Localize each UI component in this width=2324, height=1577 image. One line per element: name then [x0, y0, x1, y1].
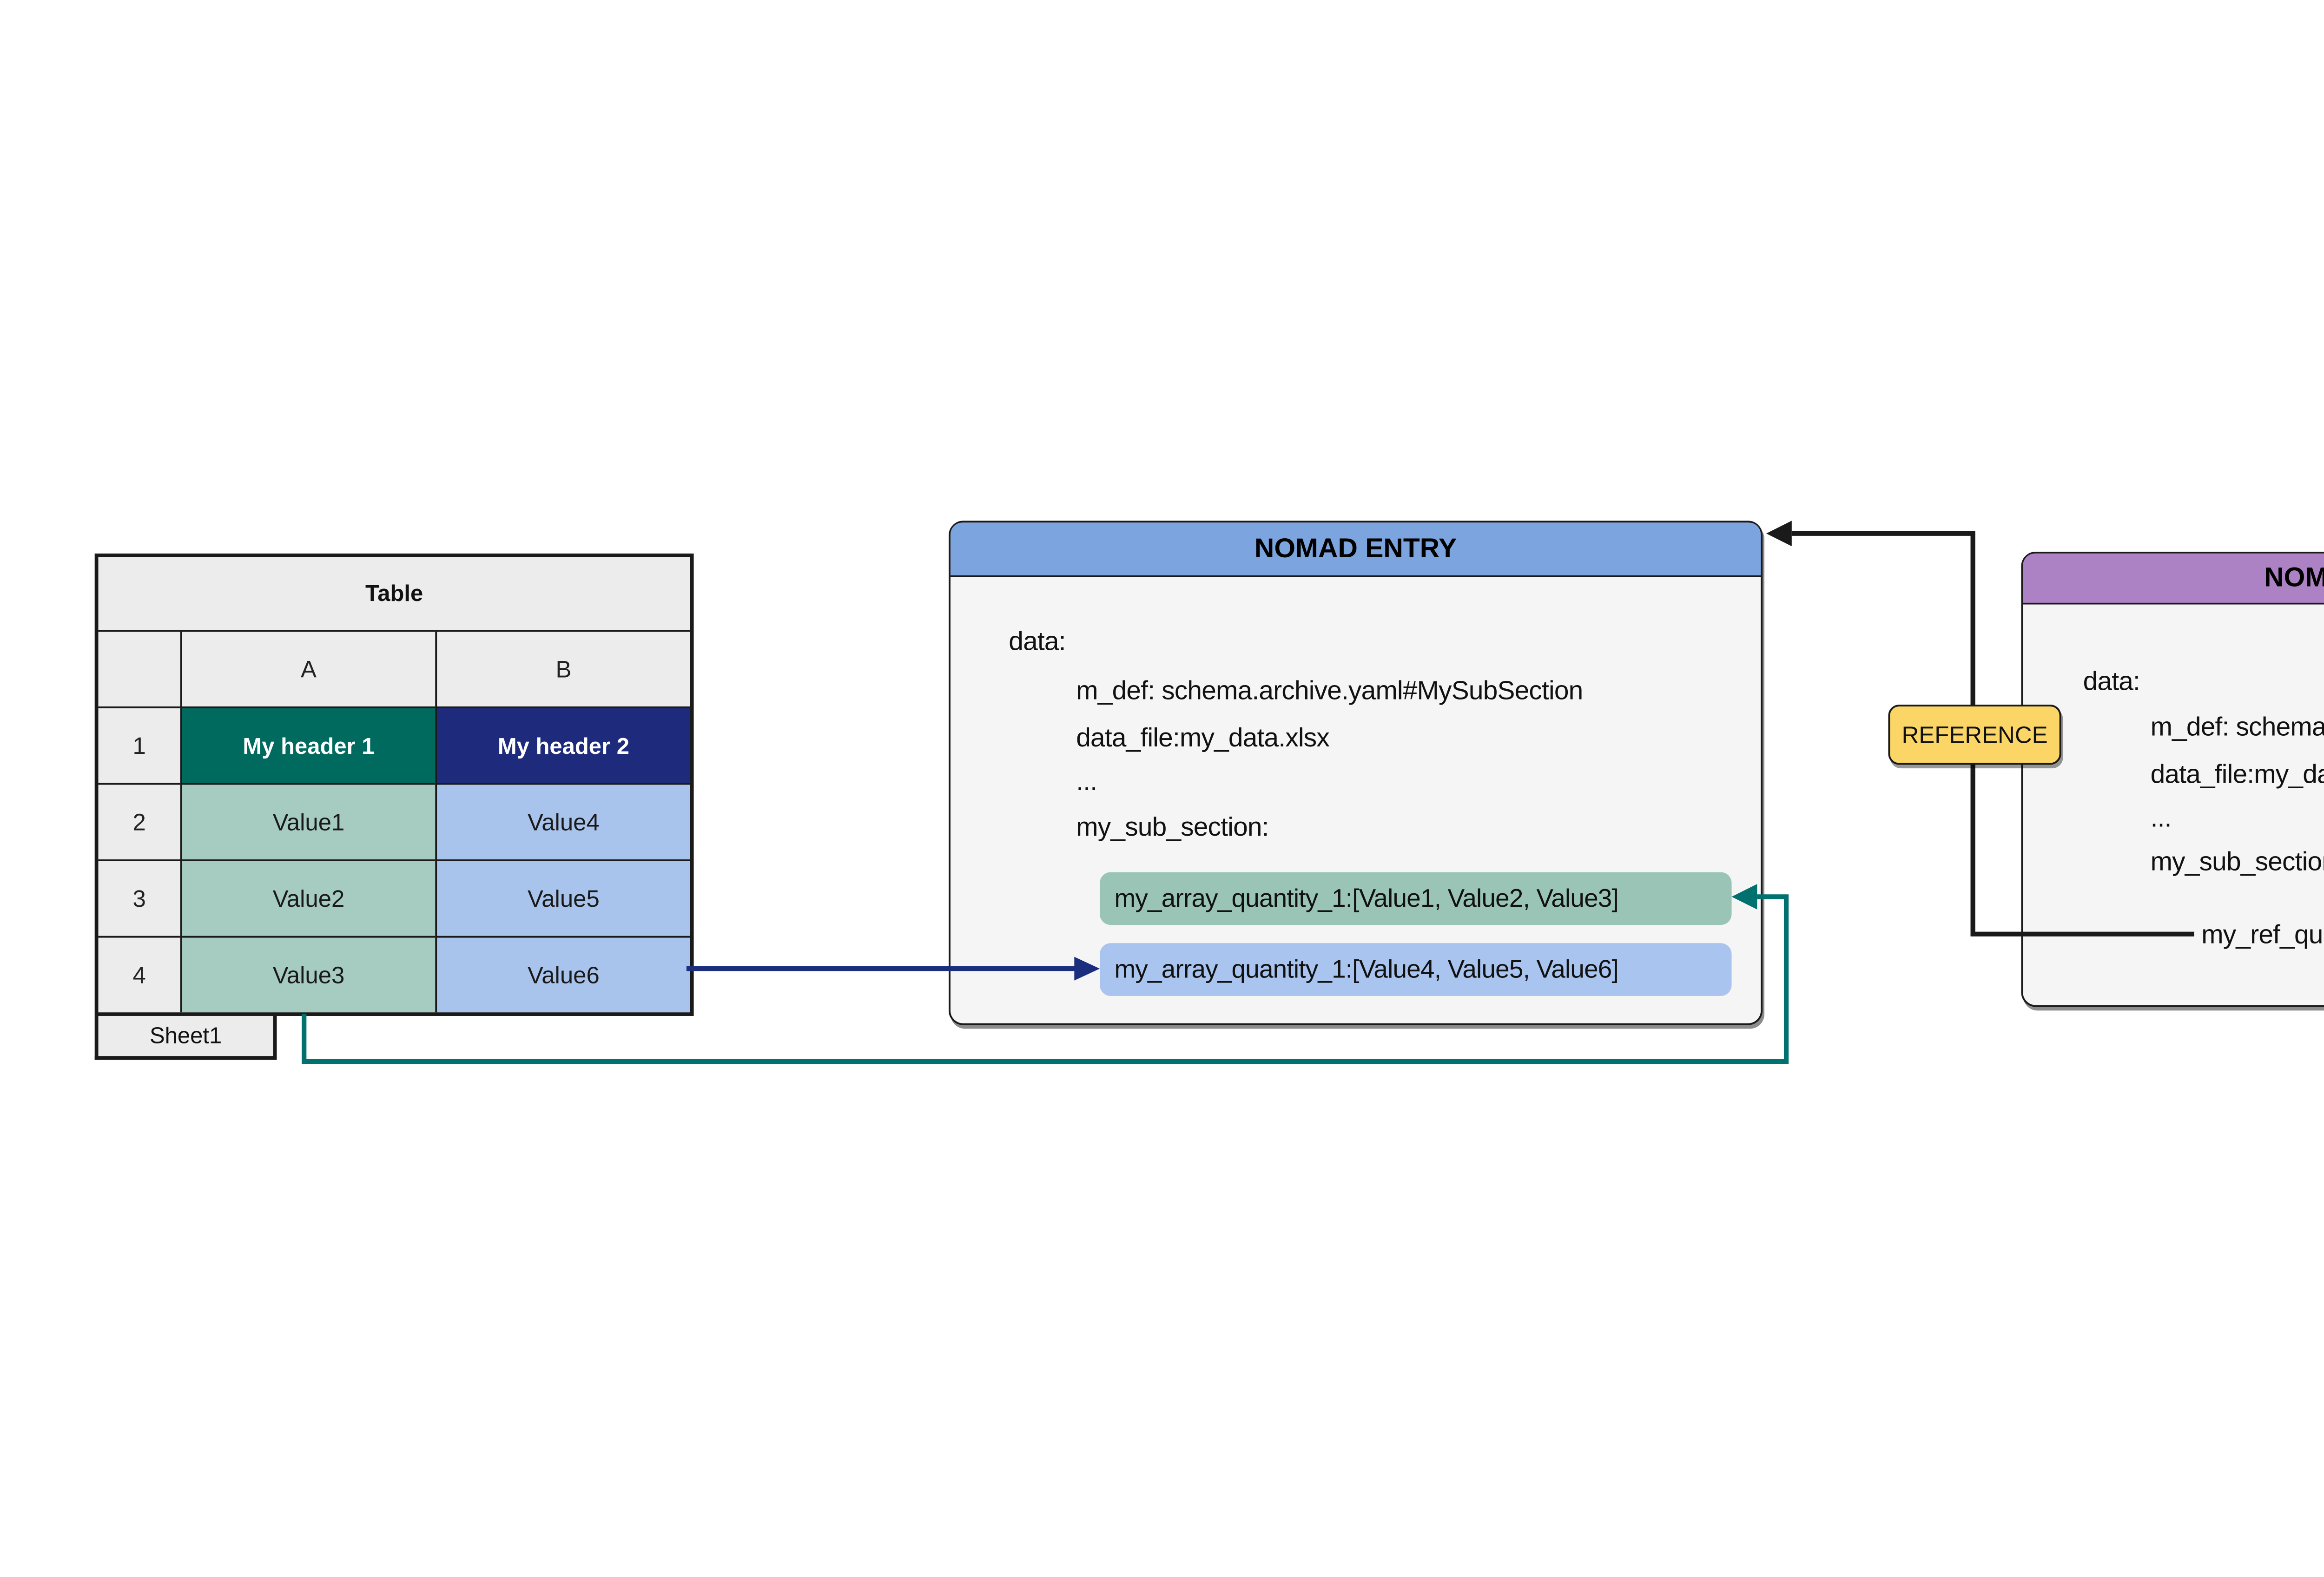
yaml-line-ellipsis: ...	[1076, 768, 1097, 798]
column-header-b: B	[435, 630, 690, 706]
sheet-tab: Sheet1	[94, 1016, 277, 1060]
yaml-line-ellipsis: ...	[2150, 805, 2172, 834]
table-cell-value1: Value1	[180, 783, 436, 860]
table-cell-value4: Value4	[435, 783, 690, 860]
table-cell-value5: Value5	[435, 859, 690, 936]
table-cell-my-header-1: My header 1	[180, 706, 436, 783]
yaml-line-subsection: my_sub_section:	[2150, 848, 2324, 878]
nomad-entry-subsection-title: NOMAD ENTRY	[950, 522, 1761, 577]
yaml-line-datafile: data_file:my_data.xlsx	[1076, 725, 1330, 754]
table-cell-my-header-2: My header 2	[435, 706, 690, 783]
reference-badge: REFERENCE	[1888, 705, 2061, 765]
yaml-line-datafile: data_file:my_data.xlsx	[2150, 761, 2324, 791]
table-cell-value3: Value3	[180, 936, 436, 1013]
row-number: 2	[98, 783, 180, 860]
row-number: 1	[98, 706, 180, 783]
table-cell-value6: Value6	[435, 936, 690, 1013]
yaml-line-mdef: m_def: schema.archive.yaml#MySubSection	[1076, 677, 1583, 706]
nomad-entry-main-box: NOMAD ENTRY data: m_def: schema.archive.…	[2021, 552, 2324, 1007]
yaml-line-mdef: m_def: schema.archive.yaml#MySection	[2150, 713, 2324, 743]
column-header-a: A	[180, 630, 436, 706]
yaml-line-data: data:	[2083, 668, 2140, 698]
yaml-line-subsection: my_sub_section:	[1076, 814, 1269, 843]
spreadsheet-table: Table A B 1 My header 1 My header 2 2 Va…	[94, 553, 694, 1016]
table-title: Table	[98, 557, 690, 630]
table-cell-value2: Value2	[180, 859, 436, 936]
array-quantity-blue-highlight: my_array_quantity_1:[Value4, Value5, Val…	[1100, 943, 1732, 996]
row-number: 4	[98, 936, 180, 1013]
nomad-entry-subsection-box: NOMAD ENTRY data: m_def: schema.archive.…	[949, 521, 1763, 1025]
table-grid: A B 1 My header 1 My header 2 2 Value1 V…	[98, 630, 690, 1013]
array-quantity-green-highlight: my_array_quantity_1:[Value1, Value2, Val…	[1100, 872, 1732, 925]
black-arrowhead-icon	[1766, 521, 1792, 547]
row-number: 3	[98, 859, 180, 936]
yaml-line-ref-quantity: my_ref_quantity:	[2201, 921, 2324, 950]
yaml-line-data: data:	[1009, 628, 1066, 658]
corner-cell	[98, 630, 180, 706]
nomad-entry-main-title: NOMAD ENTRY	[2023, 553, 2324, 605]
